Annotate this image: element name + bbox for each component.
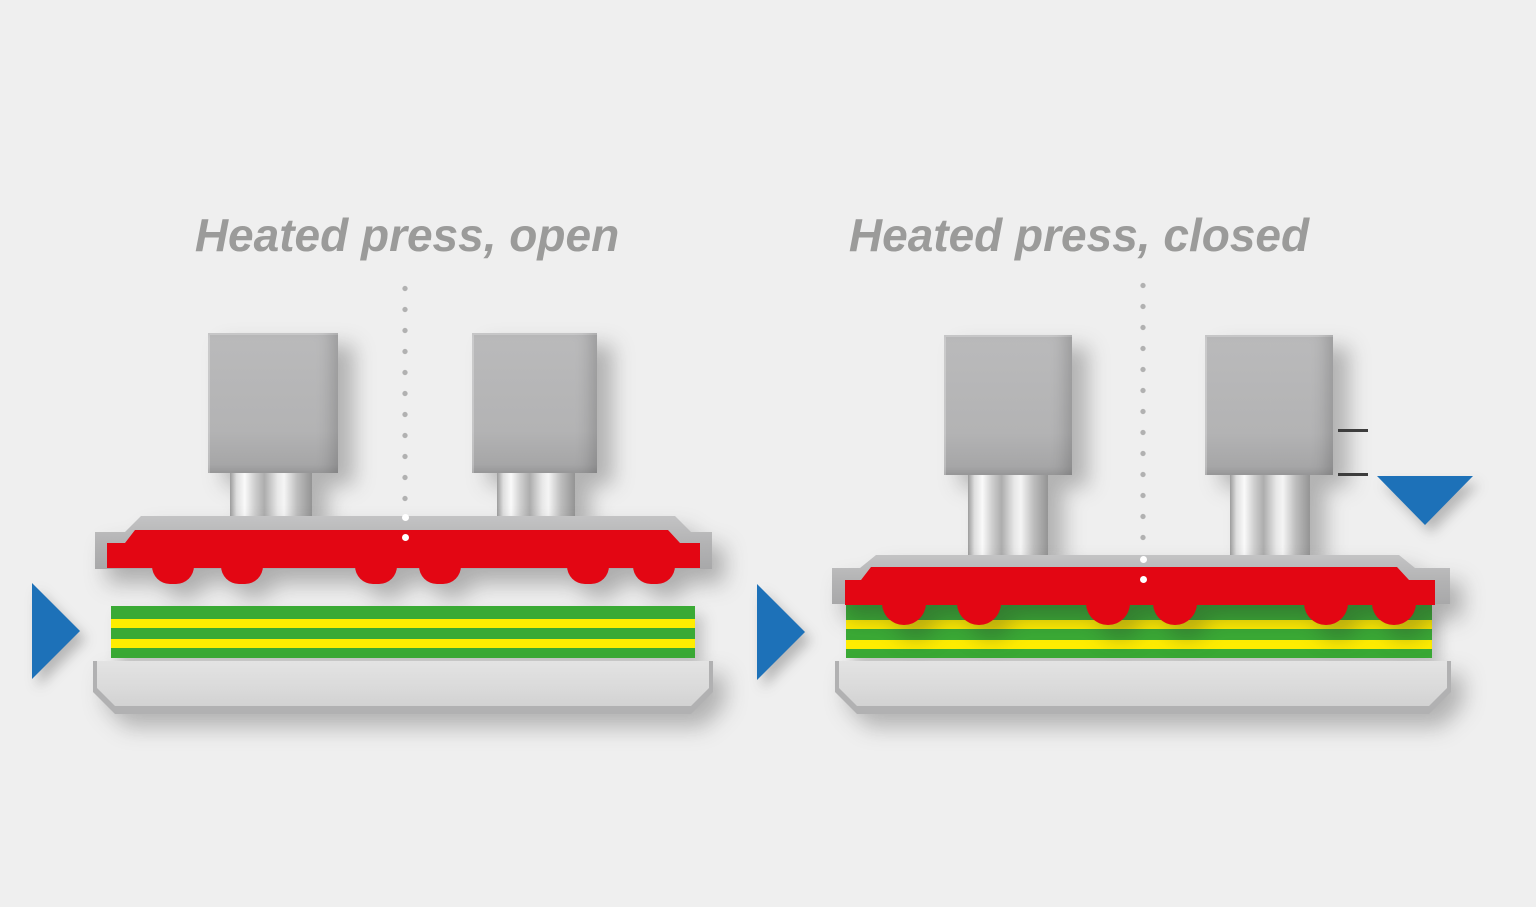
leader-dot-white (1140, 556, 1147, 563)
leader-dot-white (402, 514, 409, 521)
press-nub (633, 566, 675, 584)
leader-dot-white (402, 534, 409, 541)
arrow-right-icon (32, 583, 80, 679)
piston-rod (230, 473, 312, 519)
press-nub (152, 566, 194, 584)
press-nub (419, 566, 461, 584)
piston-rod (1230, 475, 1310, 557)
tick-mark-icon (1338, 429, 1368, 432)
laminate-layer (846, 620, 1432, 629)
arrow-right-icon (757, 584, 805, 680)
leader-dot-white (1140, 576, 1147, 583)
press-nub (355, 566, 397, 584)
laminate-layer (846, 640, 1432, 649)
press-nub (1153, 603, 1197, 625)
cylinder-block (944, 335, 1072, 475)
press-nub (882, 603, 926, 625)
press-nub (1372, 603, 1416, 625)
cylinder-block (208, 333, 338, 473)
press-nub (1086, 603, 1130, 625)
base-platen-top (97, 661, 709, 706)
cylinder-block (1205, 335, 1333, 475)
laminate-layer (111, 619, 695, 628)
piston-rod (968, 475, 1048, 557)
press-nub (221, 566, 263, 584)
open-leader-dotted-line (402, 278, 408, 512)
closed-leader-dotted-line (1140, 275, 1146, 551)
open-laminate-material (111, 606, 695, 658)
heating-plate (845, 567, 1435, 605)
arrow-down-icon (1377, 476, 1473, 525)
laminate-layer (111, 639, 695, 648)
base-platen-top (839, 661, 1447, 706)
piston-rod (497, 473, 575, 519)
cylinder-block (472, 333, 597, 473)
tick-mark-icon (1338, 473, 1368, 476)
press-open-title: Heated press, open (194, 209, 620, 261)
press-closed-title: Heated press, closed (848, 209, 1310, 261)
press-nub (567, 566, 609, 584)
press-nub (1304, 603, 1348, 625)
press-nub (957, 603, 1001, 625)
